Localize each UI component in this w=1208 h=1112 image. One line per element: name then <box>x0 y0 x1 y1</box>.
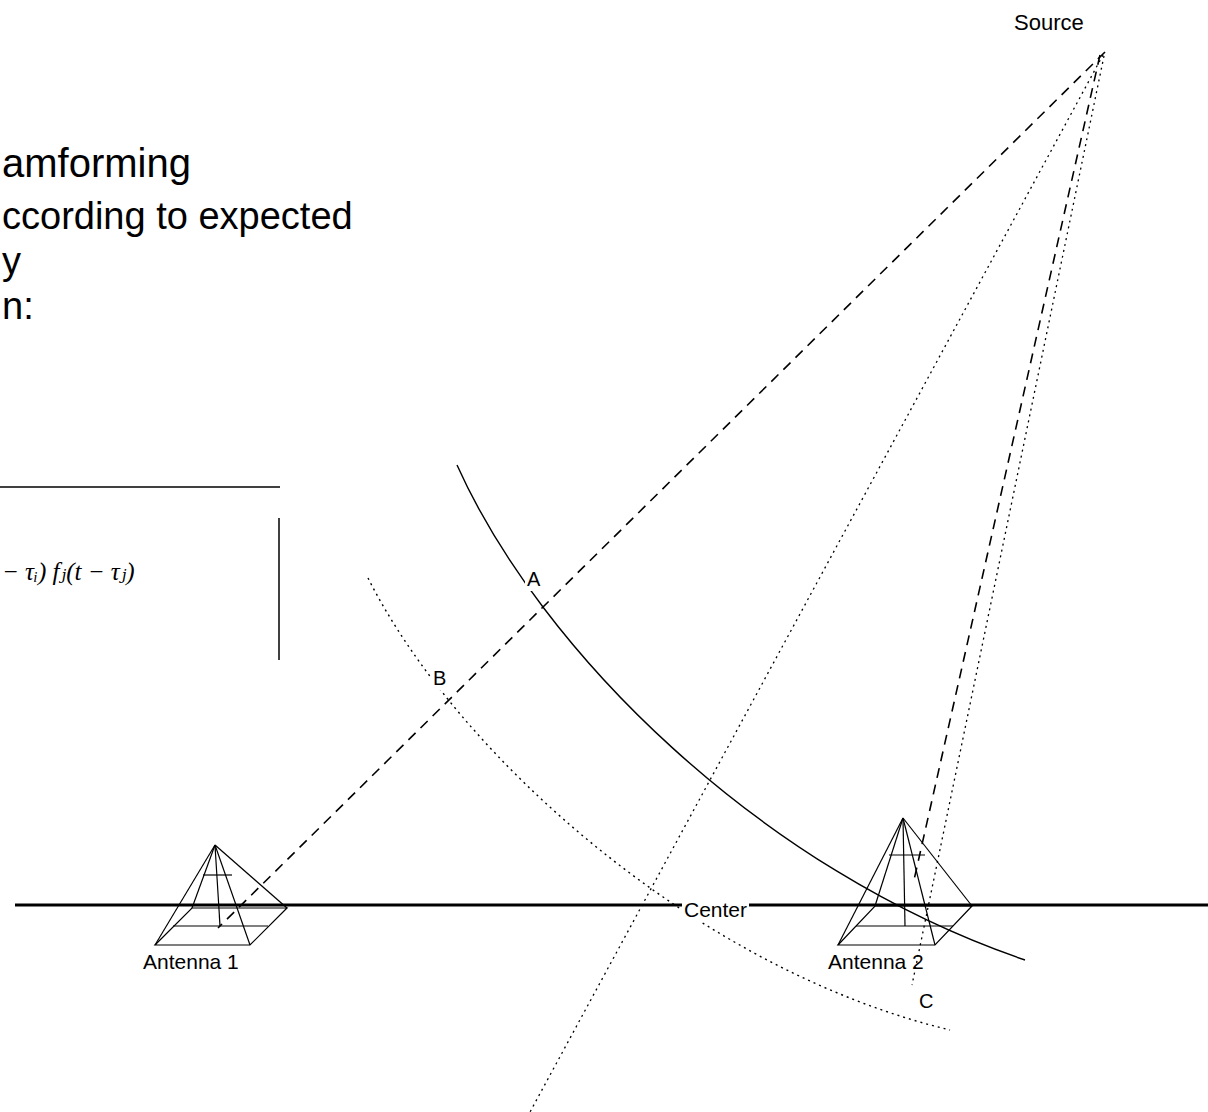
ray-antenna-2 <box>914 55 1100 880</box>
wavefront-arc <box>457 465 1025 960</box>
reference-arc <box>368 578 950 1030</box>
ray-c <box>912 56 1104 985</box>
point-label: B <box>431 667 448 690</box>
bullet-text: y <box>2 240 21 284</box>
antenna-1-symbol <box>155 845 287 945</box>
center-label: Center <box>682 898 749 922</box>
ray-center <box>530 55 1103 1112</box>
ray-antenna-1 <box>218 52 1105 928</box>
antenna-2-symbol <box>838 818 972 945</box>
antenna-label: Antenna 2 <box>828 950 924 974</box>
point-label: A <box>525 568 542 591</box>
bullet-text: ccording to expected <box>2 195 353 239</box>
source-label: Source <box>1012 10 1086 35</box>
formula: − τᵢ) fⱼ(t − τⱼ) <box>2 558 135 587</box>
slide-title: amforming <box>2 140 191 186</box>
point-label: C <box>917 990 935 1013</box>
formula-bar <box>278 518 280 660</box>
formula-rule <box>0 486 280 488</box>
bullet-text: n: <box>2 285 34 329</box>
antenna-label: Antenna 1 <box>143 950 239 974</box>
